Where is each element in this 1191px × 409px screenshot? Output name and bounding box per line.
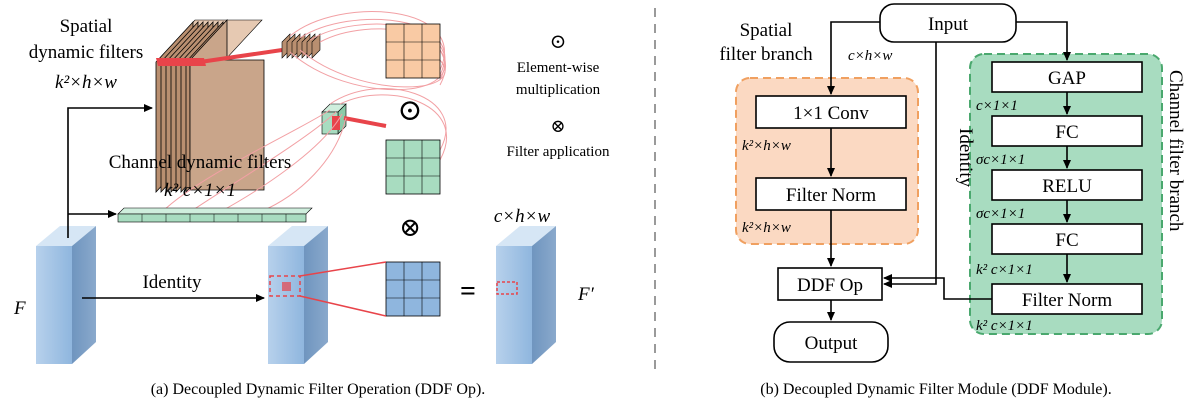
panel-b: Input 1×1 Conv Filter Norm DDF Op Output…: [719, 3, 1186, 398]
output-filter-grid: [385, 261, 441, 317]
gap-node: [991, 61, 1143, 93]
channel-filters-shape: k² c×1×1: [164, 180, 236, 201]
fc1-node: [991, 115, 1143, 147]
otimes-operator: ⊗: [399, 213, 421, 242]
conv-node-label: 1×1 Conv: [793, 103, 869, 124]
odot-operator: ⊙: [397, 94, 422, 127]
input-symbol-F: F: [13, 298, 26, 319]
spatial-branch-label-1: Spatial: [740, 20, 793, 41]
output-node-label: Output: [805, 333, 859, 354]
fc1-label: FC: [1055, 122, 1078, 143]
channel-filters-label: Channel dynamic filters: [109, 152, 292, 173]
channel-connector-curves: [161, 88, 447, 213]
middle-feature-map: [268, 226, 328, 364]
ddf-op-node: [777, 267, 883, 301]
spatial-filters-label-1: Spatial: [60, 16, 113, 37]
caption-a: (a) Decoupled Dynamic Filter Operation (…: [151, 381, 486, 398]
spatial-branch-label-2: filter branch: [719, 44, 813, 65]
legend-otimes-text: Filter application: [507, 144, 610, 160]
ddf-op-label: DDF Op: [797, 275, 863, 296]
channel-branch-label: Channel filter branch: [1165, 70, 1186, 232]
conv-out-shape: k²×h×w: [742, 138, 791, 154]
spatial-filter-norm-node: [755, 177, 907, 211]
output-feature-map: [496, 226, 556, 364]
fc2-label: FC: [1055, 230, 1078, 251]
spatial-connector-curves: [289, 11, 446, 91]
channel-filter-cube: [321, 103, 387, 135]
legend-otimes-symbol: ⊗: [550, 116, 565, 136]
spatial-filter-stack: [155, 18, 283, 194]
caption-b: (b) Decoupled Dynamic Filter Module (DDF…: [760, 381, 1111, 398]
legend-odot-symbol: ⊙: [550, 31, 567, 53]
legend-odot-line1: Element-wise: [517, 60, 600, 76]
relu-out-shape: σc×1×1: [976, 206, 1025, 222]
identity-label-a: Identity: [142, 272, 202, 293]
channel-filter-norm-label: Filter Norm: [1022, 290, 1112, 311]
input-shape: c×h×w: [848, 48, 892, 64]
panel-a-arrows: [67, 104, 265, 302]
fc2-out-shape: k² c×1×1: [976, 262, 1033, 278]
input-node-label: Input: [928, 14, 969, 35]
output-node: [773, 321, 889, 363]
spatial-filters-shape: k²×h×w: [55, 72, 117, 93]
spatial-norm-out-shape: k²×h×w: [742, 220, 791, 236]
spatial-filter-norm-label: Filter Norm: [786, 185, 876, 206]
panel-b-arrows: [827, 21, 1071, 321]
equals-sign: =: [460, 276, 476, 307]
input-node: [879, 3, 1017, 43]
relu-label: RELU: [1042, 176, 1092, 197]
panel-a: ⊙ ⊗: [13, 11, 610, 398]
fc1-out-shape: σc×1×1: [976, 152, 1025, 168]
input-feature-map: [36, 226, 96, 364]
legend-odot-line2: multiplication: [516, 82, 601, 98]
spatial-filter-grid: [385, 23, 441, 79]
channel-filter-bar: [117, 207, 313, 223]
identity-label-b: Identity: [955, 128, 976, 188]
gap-out-shape: c×1×1: [976, 98, 1018, 114]
gap-label: GAP: [1048, 68, 1086, 89]
spatial-filters-label-2: dynamic filters: [29, 42, 144, 63]
channel-filter-grid: [385, 139, 441, 195]
output-symbol-F-prime: F′: [577, 284, 595, 305]
projection-lines: [299, 261, 387, 317]
spatial-tile-strip: [281, 33, 321, 59]
relu-node: [991, 169, 1143, 201]
output-shape: c×h×w: [494, 206, 551, 227]
channel-norm-out-shape: k² c×1×1: [976, 318, 1033, 334]
